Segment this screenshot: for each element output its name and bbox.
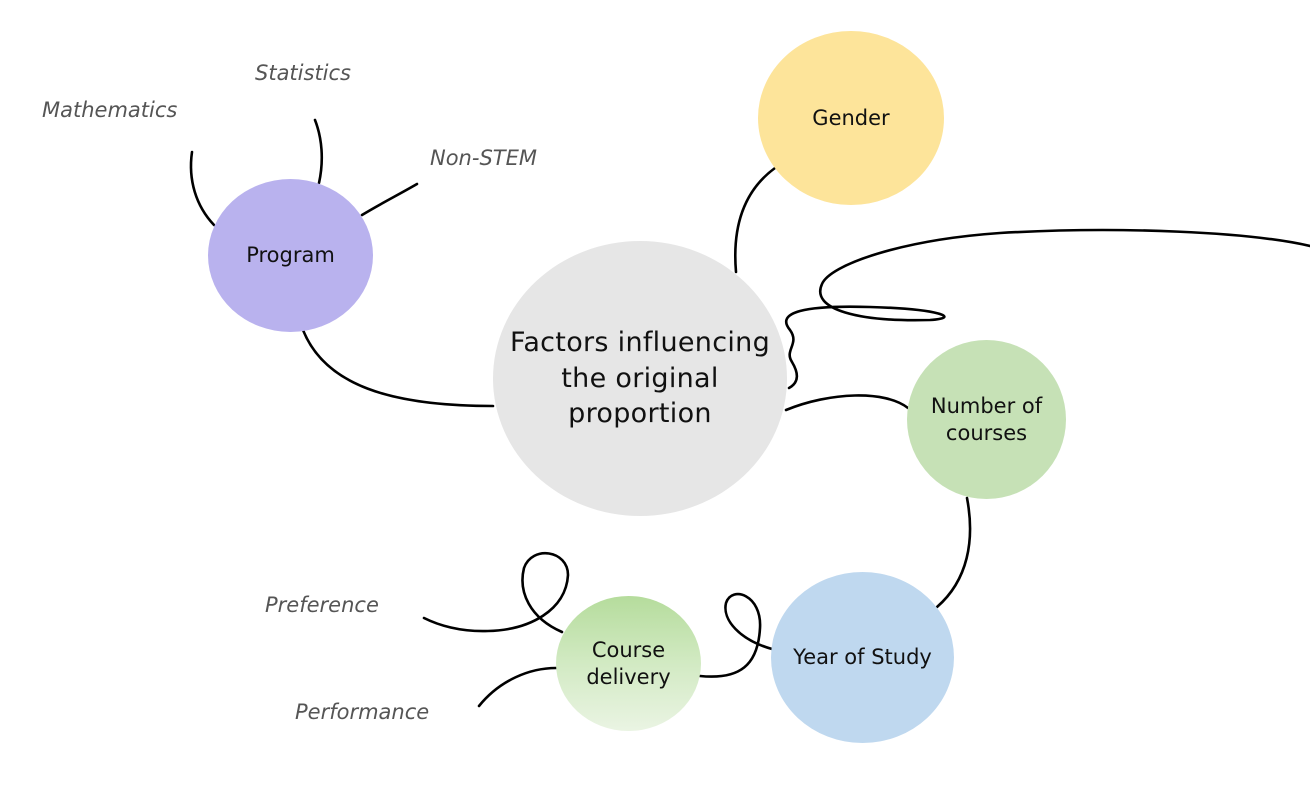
connector-course-delivery-performance	[477, 666, 558, 708]
connector-program-statistics	[313, 118, 324, 185]
connector-course-delivery-preference	[422, 552, 570, 634]
number-of-courses-node: Number of courses	[907, 340, 1066, 499]
course-delivery-label: Course delivery	[586, 638, 671, 689]
connector-center-gender	[734, 166, 777, 274]
connector-center-program	[301, 328, 495, 408]
connector-year-of-study-course-delivery	[698, 592, 774, 678]
gender-label: Gender	[812, 105, 890, 130]
leaf-non-stem-label: Non-STEM	[430, 146, 537, 170]
leaf-mathematics-label: Mathematics	[42, 98, 178, 122]
connector-program-non-stem	[360, 182, 419, 217]
gender-node: Gender	[758, 31, 944, 205]
leaf-preference-label: Preference	[265, 593, 379, 617]
connector-center-number-of-courses	[784, 394, 910, 412]
connector-program-mathematics	[189, 150, 216, 227]
leaf-statistics-label: Statistics	[255, 61, 351, 85]
central-topic-node: Factors influencing the original proport…	[493, 241, 787, 516]
connector-number-of-courses-year-of-study	[935, 496, 972, 609]
number-of-courses-label: Number of courses	[930, 394, 1043, 445]
connector-scribble-loop	[784, 228, 1310, 390]
leaf-performance-label: Performance	[295, 700, 430, 724]
program-label: Program	[246, 243, 335, 268]
year-of-study-node: Year of Study	[771, 572, 954, 743]
course-delivery-node: Course delivery	[556, 596, 701, 731]
central-topic-label: Factors influencing the original proport…	[509, 326, 771, 430]
program-node: Program	[208, 179, 373, 332]
year-of-study-label: Year of Study	[793, 645, 932, 670]
